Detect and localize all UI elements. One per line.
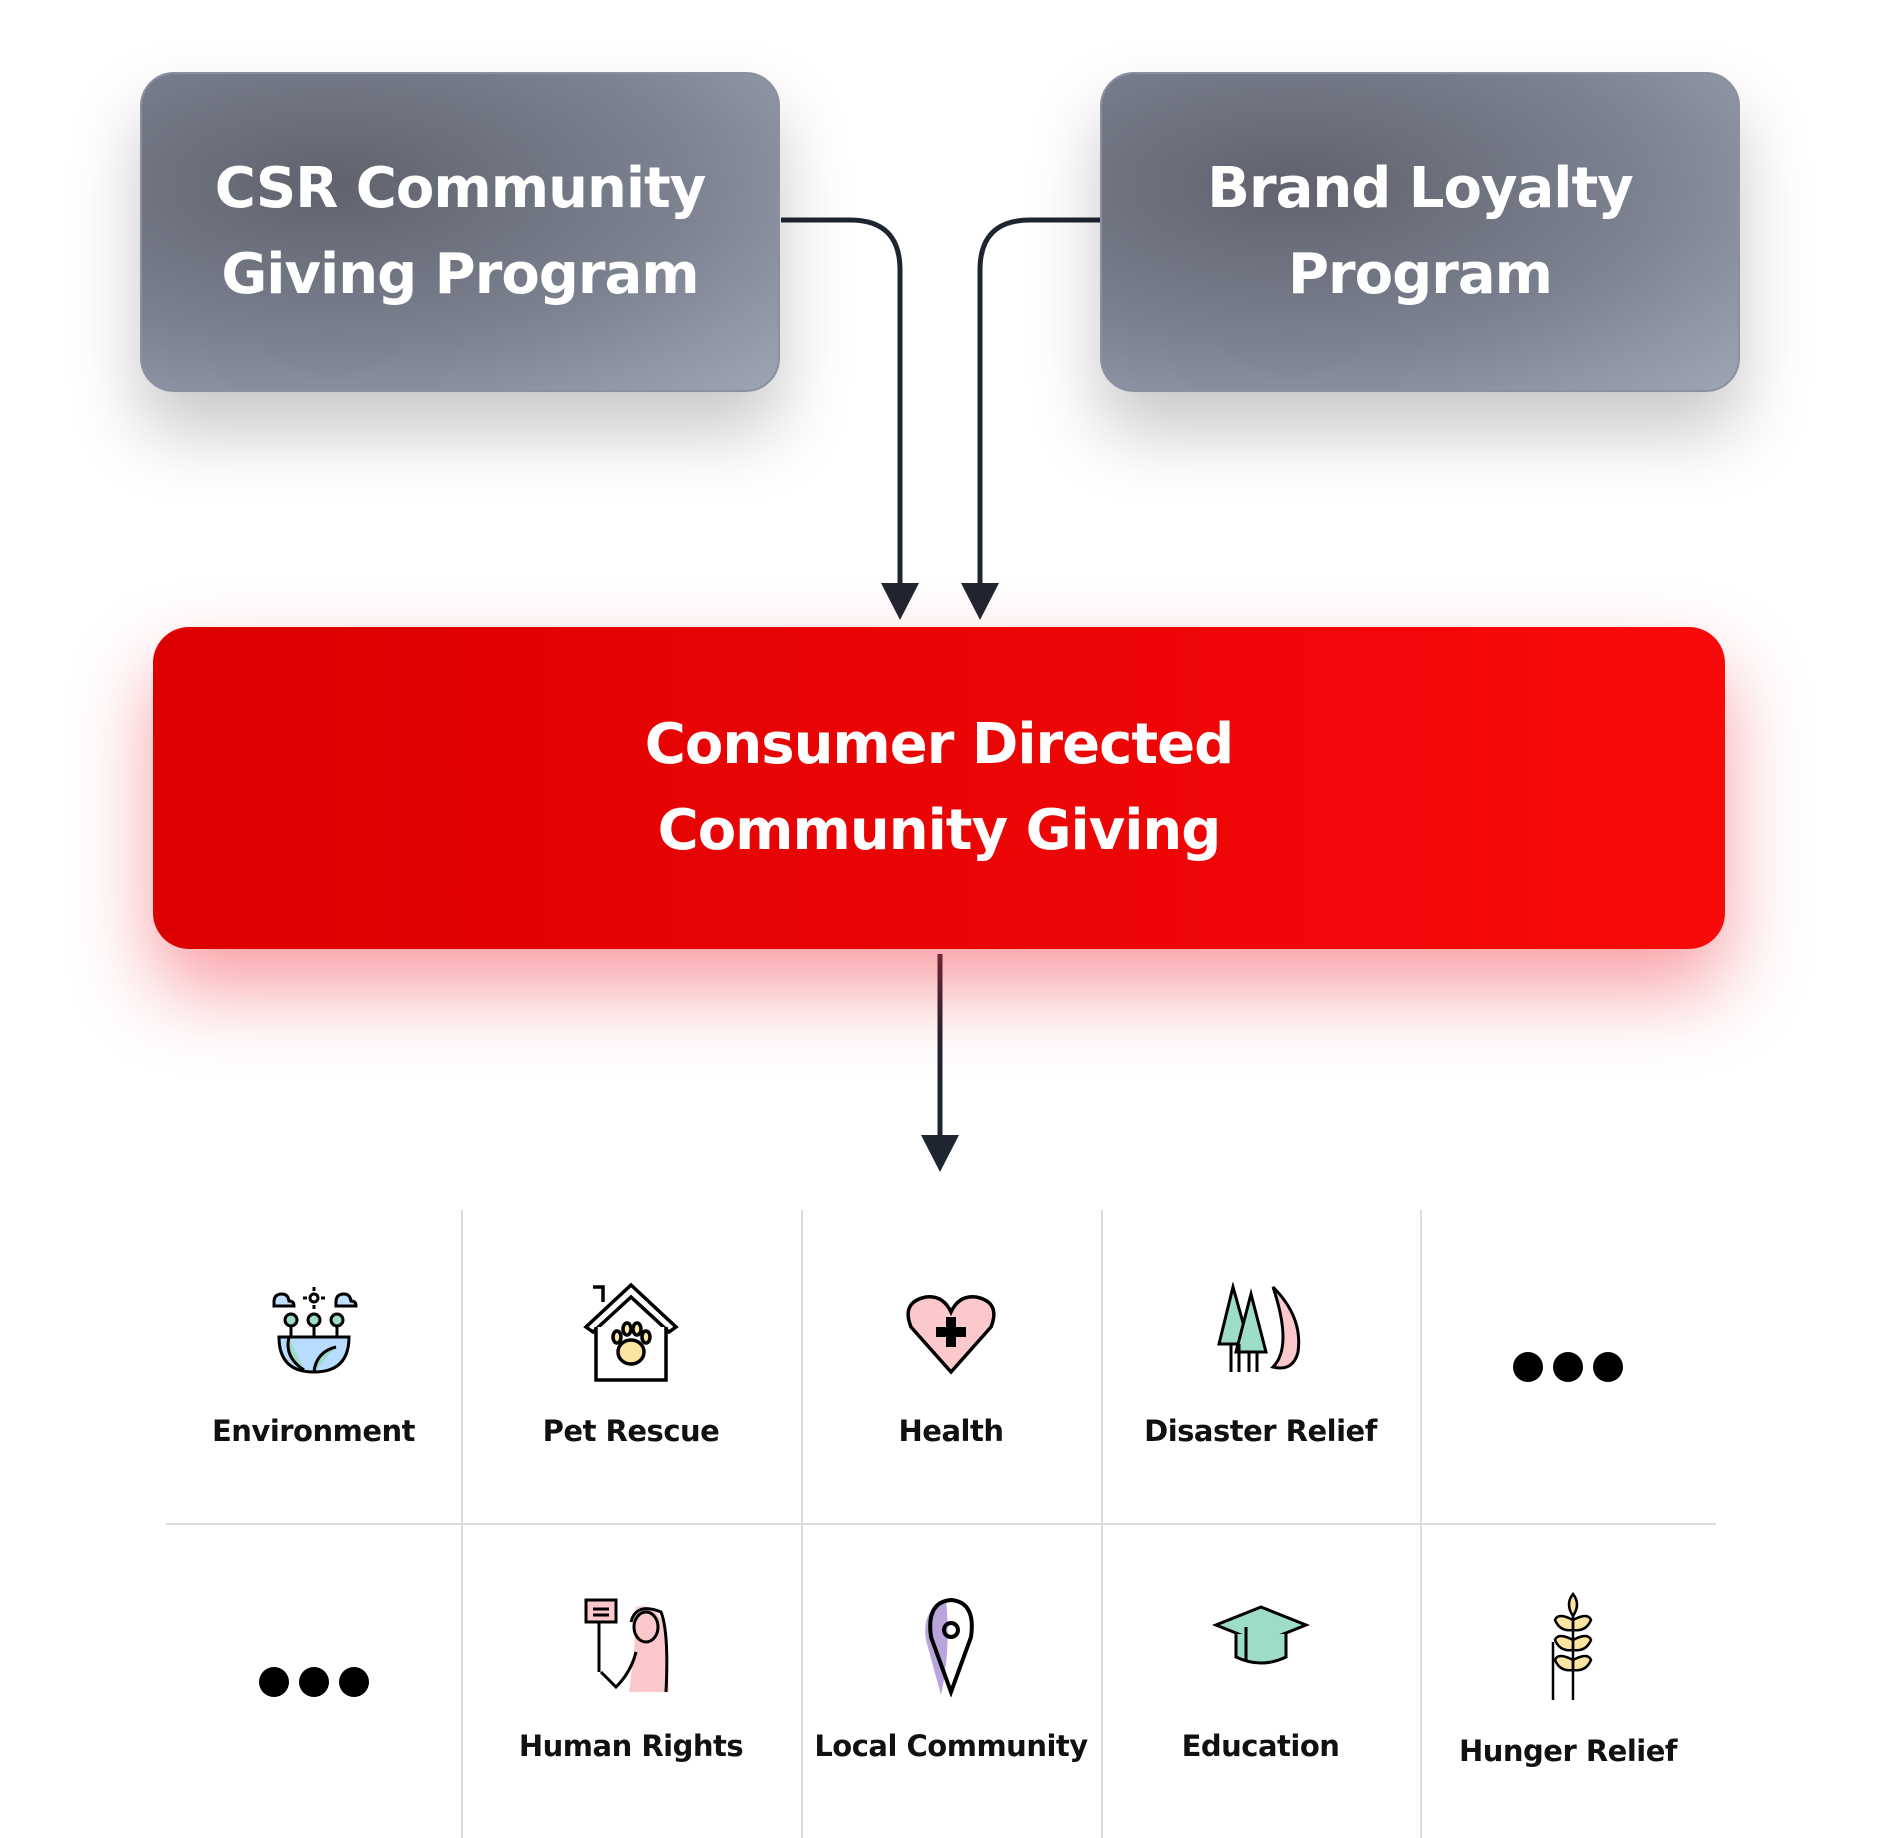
divider: [166, 1523, 1716, 1525]
cause-hunger-relief: Hunger Relief: [1420, 1525, 1716, 1838]
cause-label: Hunger Relief: [1458, 1733, 1678, 1768]
more-dots-icon: [258, 1666, 369, 1697]
csr-community-giving-box: CSR Community Giving Program: [140, 72, 780, 392]
cause-label: Pet Rescue: [542, 1413, 720, 1448]
main-line-1: Consumer Directed: [644, 712, 1234, 777]
wheat-icon: [1551, 1591, 1593, 1700]
cause-label: Human Rights: [518, 1728, 744, 1763]
cause-label: Environment: [211, 1413, 416, 1448]
cause-more: [166, 1525, 461, 1838]
more-dots-icon: [1513, 1351, 1623, 1382]
cause-local-community: Local Community: [801, 1525, 1101, 1838]
cause-label: Local Community: [814, 1728, 1088, 1763]
cause-label: Education: [1181, 1728, 1340, 1763]
arrow-csr-to-main: [781, 217, 903, 590]
earth-trees-icon: [272, 1286, 358, 1374]
brand-loyalty-box: Brand Loyalty Program: [1100, 72, 1740, 392]
cause-human-rights: Human Rights: [461, 1525, 801, 1838]
causes-grid: Environment Pet Rescue Health: [166, 1210, 1716, 1838]
brand-label: Brand Loyalty Program: [1207, 156, 1633, 307]
graduation-cap-icon: [1211, 1604, 1310, 1664]
cause-disaster-relief: Disaster Relief: [1101, 1210, 1420, 1523]
cause-education: Education: [1101, 1525, 1420, 1838]
cause-environment: Environment: [166, 1210, 461, 1523]
cause-label: Disaster Relief: [1144, 1413, 1377, 1448]
protester-icon: [584, 1598, 669, 1692]
cause-pet-rescue: Pet Rescue: [461, 1210, 801, 1523]
arrow-brand-to-main: [977, 217, 1100, 590]
heart-cross-icon: [906, 1294, 996, 1375]
pet-house-icon: [583, 1282, 679, 1382]
cause-more: [1420, 1210, 1716, 1523]
csr-label: CSR Community Giving Program: [214, 156, 707, 307]
main-line-2: Community Giving: [657, 798, 1222, 863]
forest-fire-icon: [1216, 1281, 1300, 1372]
location-pin-icon: [925, 1597, 974, 1697]
cause-health: Health: [801, 1210, 1101, 1523]
cause-label: Health: [898, 1413, 1004, 1448]
